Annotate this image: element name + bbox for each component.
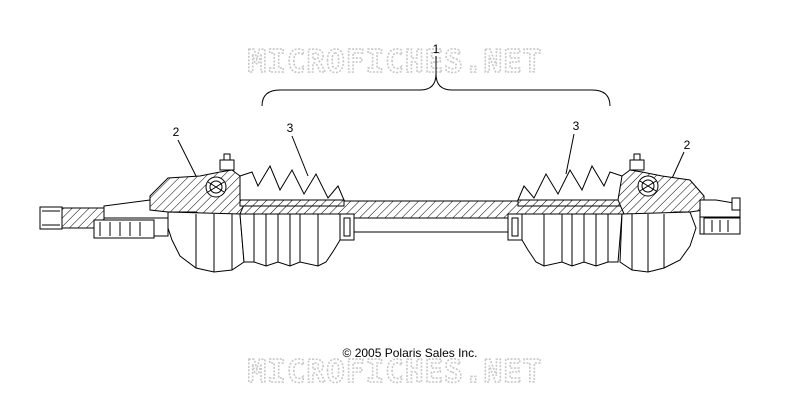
callout-2-left: 2 — [173, 125, 180, 139]
leader-3-right — [565, 133, 575, 175]
callout-2-right: 2 — [684, 138, 691, 152]
left-boot — [239, 164, 345, 267]
copyright-text: © 2005 Polaris Sales Inc. — [343, 346, 478, 360]
watermark-top: MICROFICHES.NET — [248, 44, 543, 80]
leader-3-left — [291, 135, 309, 177]
right-cv-joint — [617, 153, 705, 273]
right-boot — [517, 164, 623, 267]
left-stub-shaft — [39, 199, 169, 239]
left-cv-joint — [149, 153, 247, 273]
callout-1: 1 — [433, 42, 440, 56]
callout-3-left: 3 — [287, 121, 294, 135]
callout-3-right: 3 — [573, 119, 580, 133]
right-stub-shaft — [699, 197, 741, 235]
watermark-bottom: MICROFICHES.NET — [248, 354, 543, 390]
